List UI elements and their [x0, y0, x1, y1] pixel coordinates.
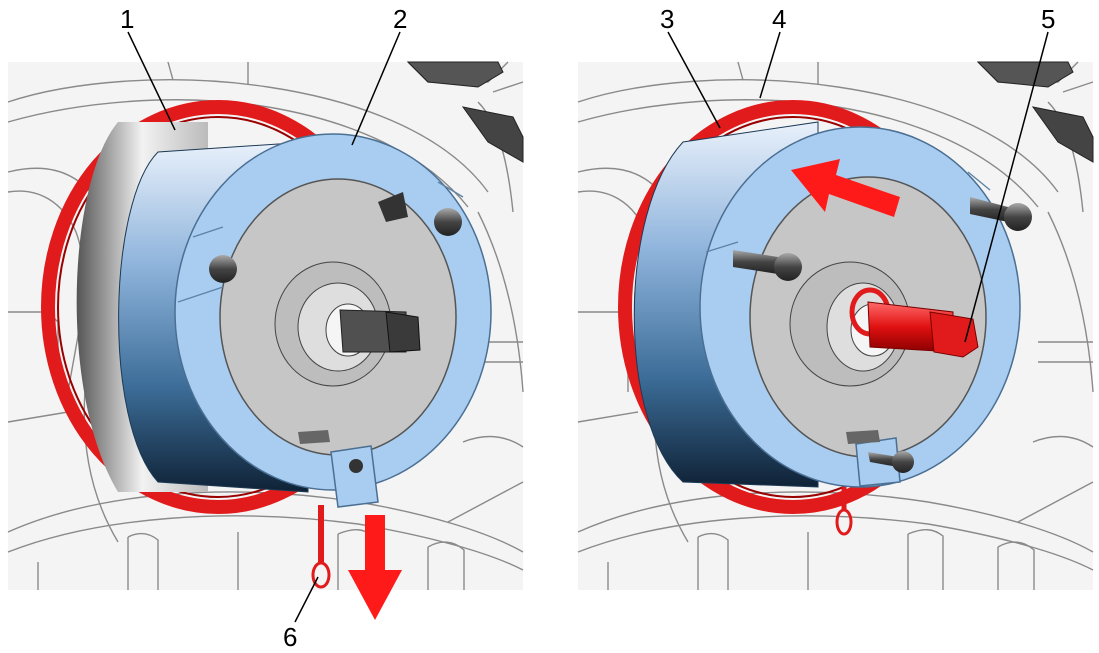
callout-label-5: 5 [1041, 4, 1055, 34]
callout-label-4: 4 [772, 4, 786, 34]
callout-label-1: 1 [120, 4, 134, 34]
tool-bracket [330, 445, 379, 508]
right-panel [577, 61, 1094, 591]
direction-arrow-up-left [791, 159, 900, 217]
callout-label-2: 2 [393, 4, 407, 34]
callout-label-3: 3 [660, 4, 674, 34]
callout-label-6: 6 [283, 622, 297, 652]
left-panel [7, 61, 524, 591]
direction-arrow-down [348, 515, 402, 620]
